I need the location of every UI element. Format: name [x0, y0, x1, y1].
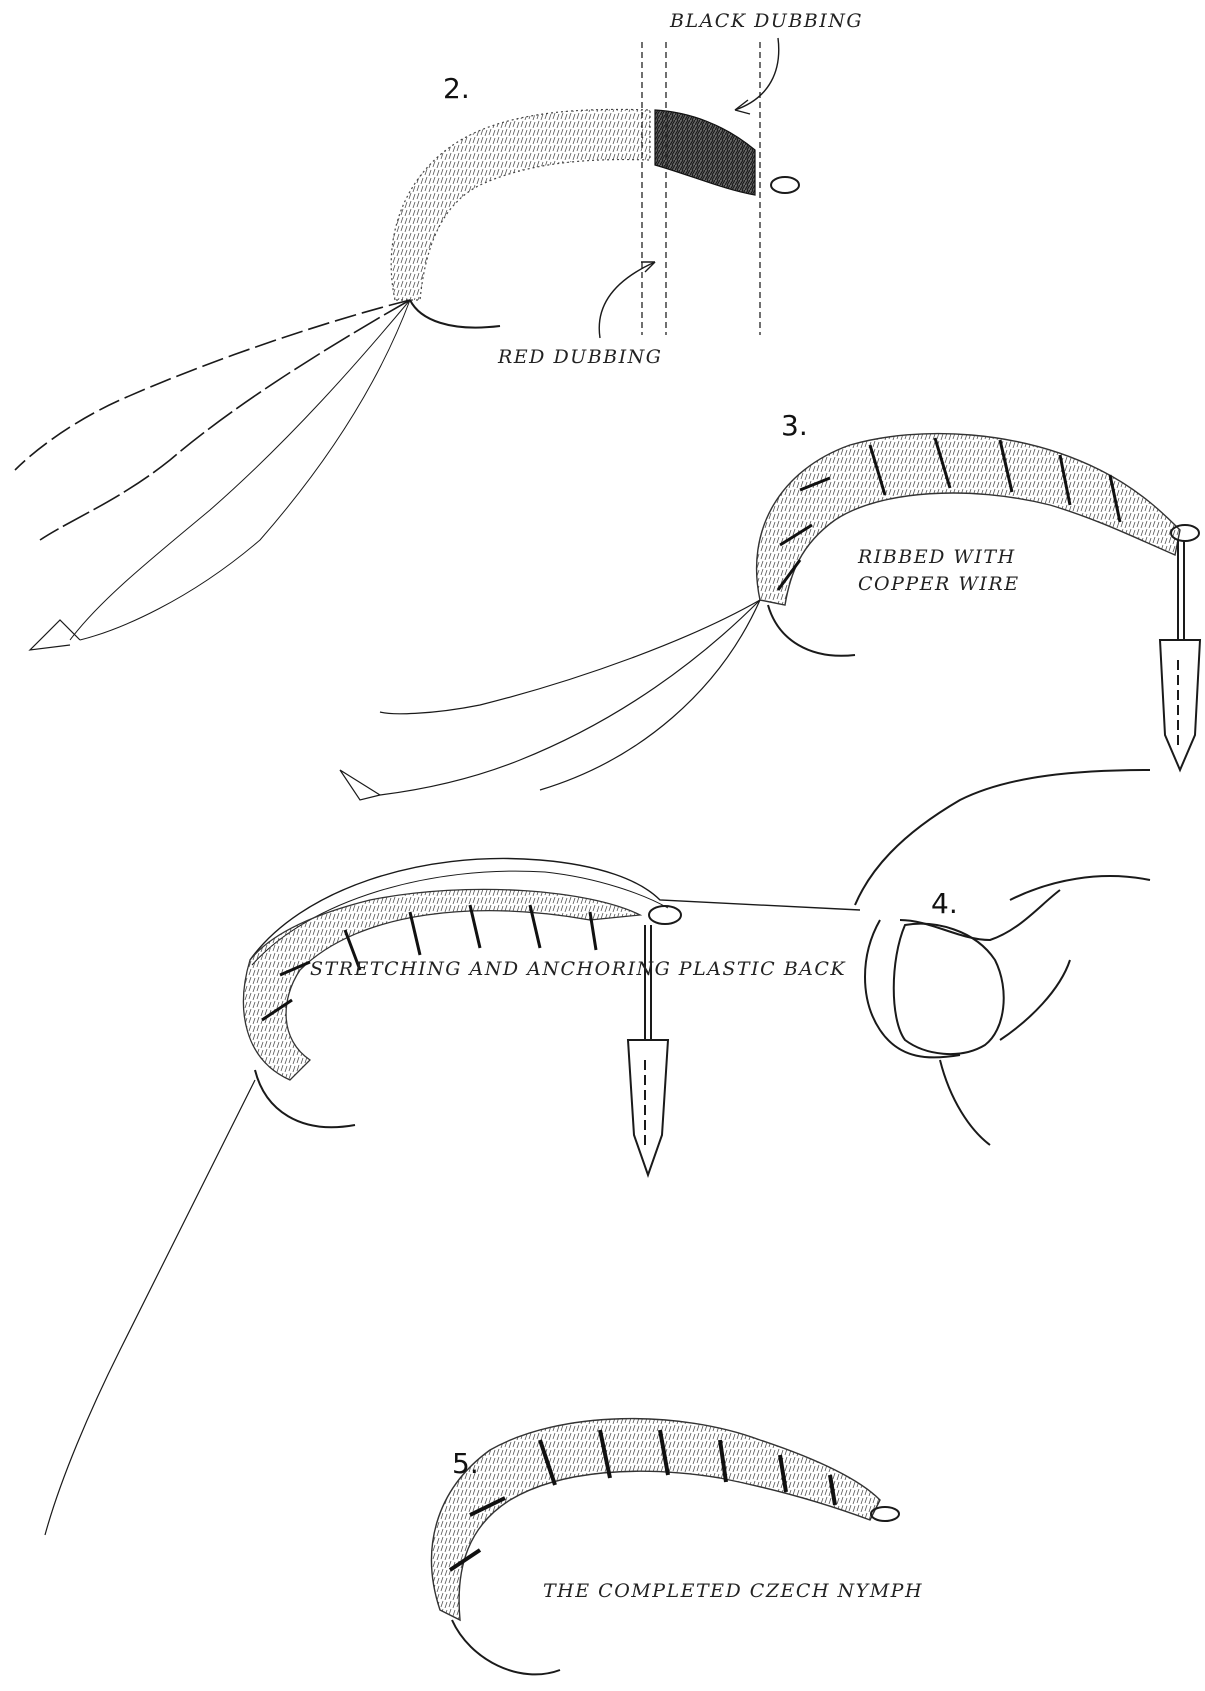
hook-bend	[768, 605, 855, 656]
tying-thread	[45, 1080, 255, 1535]
hook-bend	[410, 300, 500, 328]
stretching-plastic-back-label: STRETCHING AND ANCHORING PLASTIC BACK	[310, 956, 846, 983]
step-5-number: 5.	[452, 1447, 479, 1480]
ribbed-label-line-1: RIBBED WITH	[858, 544, 1020, 571]
hook-eye	[771, 177, 799, 193]
black-dubbing-body	[655, 110, 755, 195]
hook-bend	[255, 1070, 355, 1127]
trailing-materials	[15, 300, 410, 650]
black-dubbing-label: BLACK DUBBING	[670, 8, 863, 35]
ribbed-with-copper-wire-label: RIBBED WITH COPPER WIRE	[858, 544, 1020, 598]
hook-eye	[871, 1507, 899, 1521]
step-3-fly-drawing	[340, 434, 1200, 800]
bobbin-holder	[1160, 540, 1200, 770]
red-dubbing-arrow	[599, 262, 655, 338]
hook-bend	[452, 1620, 560, 1674]
black-dubbing-arrow	[735, 38, 779, 110]
step-3-number: 3.	[781, 409, 808, 442]
red-dubbing-body	[391, 109, 650, 300]
step-5-fly-drawing	[432, 1419, 899, 1675]
completed-czech-nymph-label: THE COMPLETED CZECH NYMPH	[543, 1578, 923, 1605]
ribbed-body	[243, 889, 640, 1080]
step-2-fly-drawing	[15, 38, 799, 650]
fingers-holding-plastic	[855, 770, 1150, 1145]
plastic-back-strips	[340, 600, 760, 800]
hook-eye	[649, 906, 681, 924]
red-dubbing-label: RED DUBBING	[498, 344, 662, 371]
step-2-number: 2.	[443, 72, 470, 105]
ribbed-label-line-2: COPPER WIRE	[858, 571, 1020, 598]
step-4-number: 4.	[931, 887, 958, 920]
